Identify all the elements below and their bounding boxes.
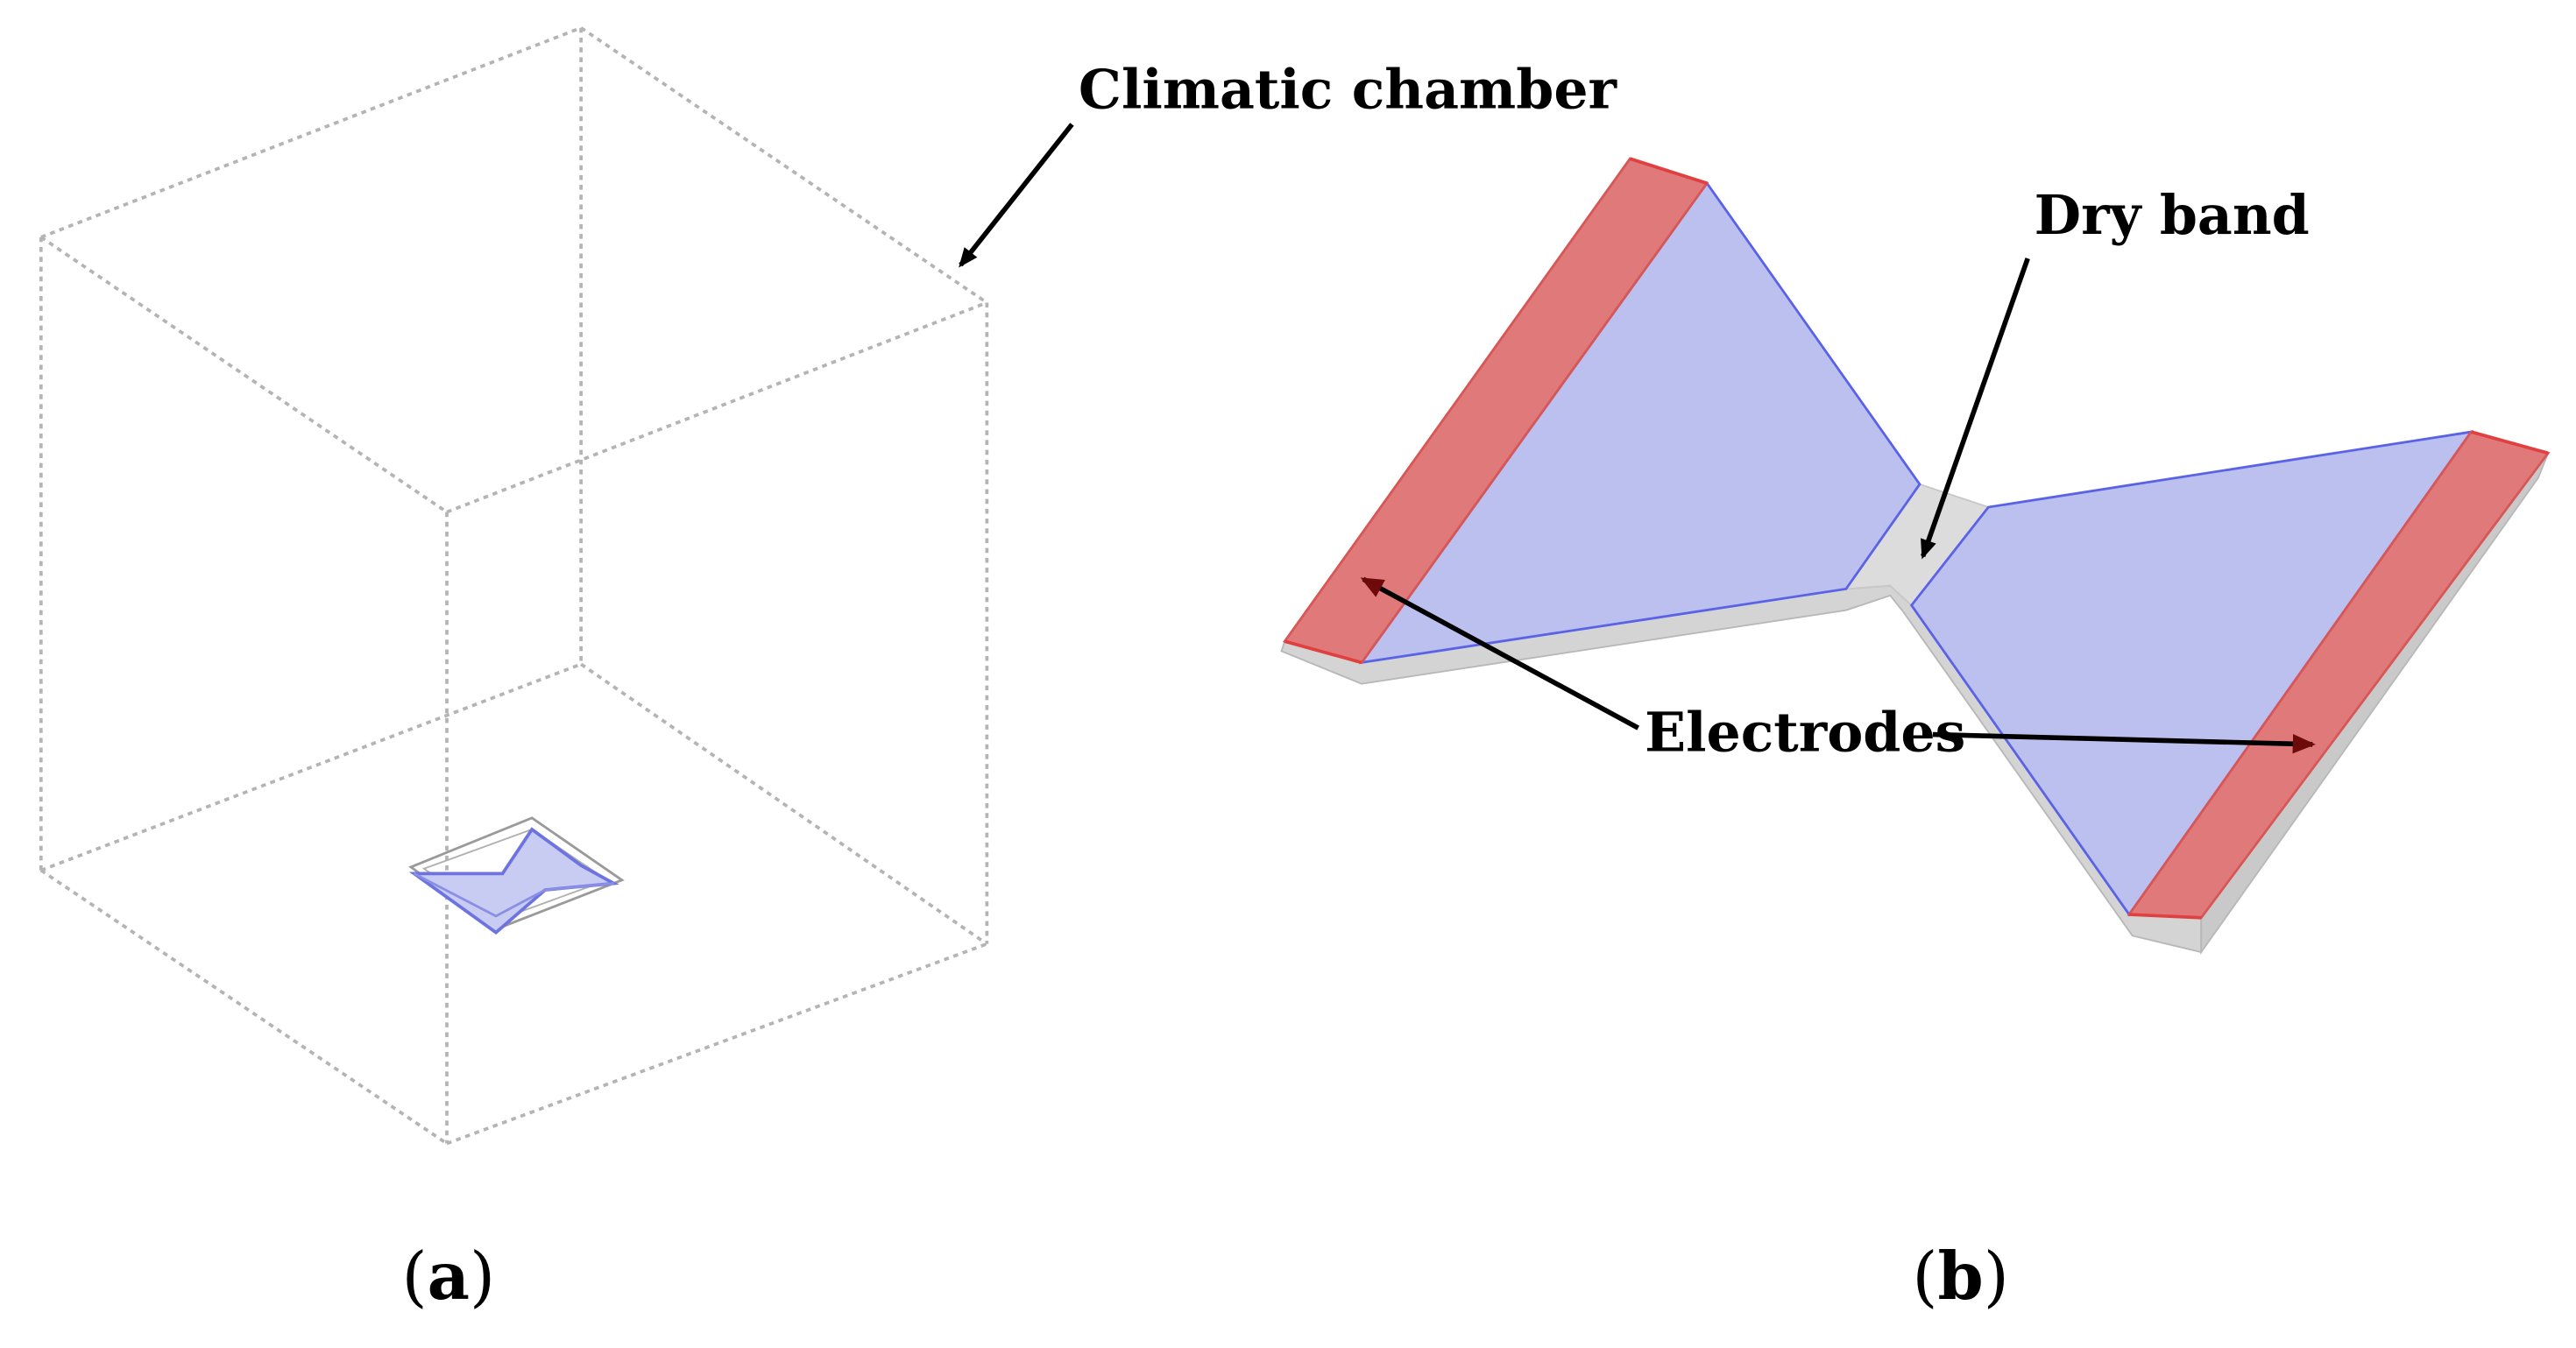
electrodes-arrow-left <box>1360 576 1640 730</box>
electrodes-arrow-right <box>1932 731 2316 754</box>
dry-band-label: Dry band <box>2035 183 2310 247</box>
electrode-left <box>1282 157 1709 665</box>
electrodes-label: Electrodes <box>1645 700 1965 764</box>
climatic-chamber-box <box>39 26 989 1146</box>
panel-b-caption: (b) <box>1912 1238 2009 1315</box>
climatic-chamber-arrow <box>959 123 1074 268</box>
insulator-model-small <box>408 816 625 935</box>
panel-a: Climatic chamber (a) <box>39 26 1618 1315</box>
climatic-chamber-label: Climatic chamber <box>1079 57 1618 121</box>
electrode-right <box>2127 430 2551 920</box>
panel-a-caption: (a) <box>402 1238 496 1315</box>
dry-band-arrow <box>1921 258 2030 560</box>
panel-b: Dry band Electrodes (b) <box>1280 157 2551 1315</box>
